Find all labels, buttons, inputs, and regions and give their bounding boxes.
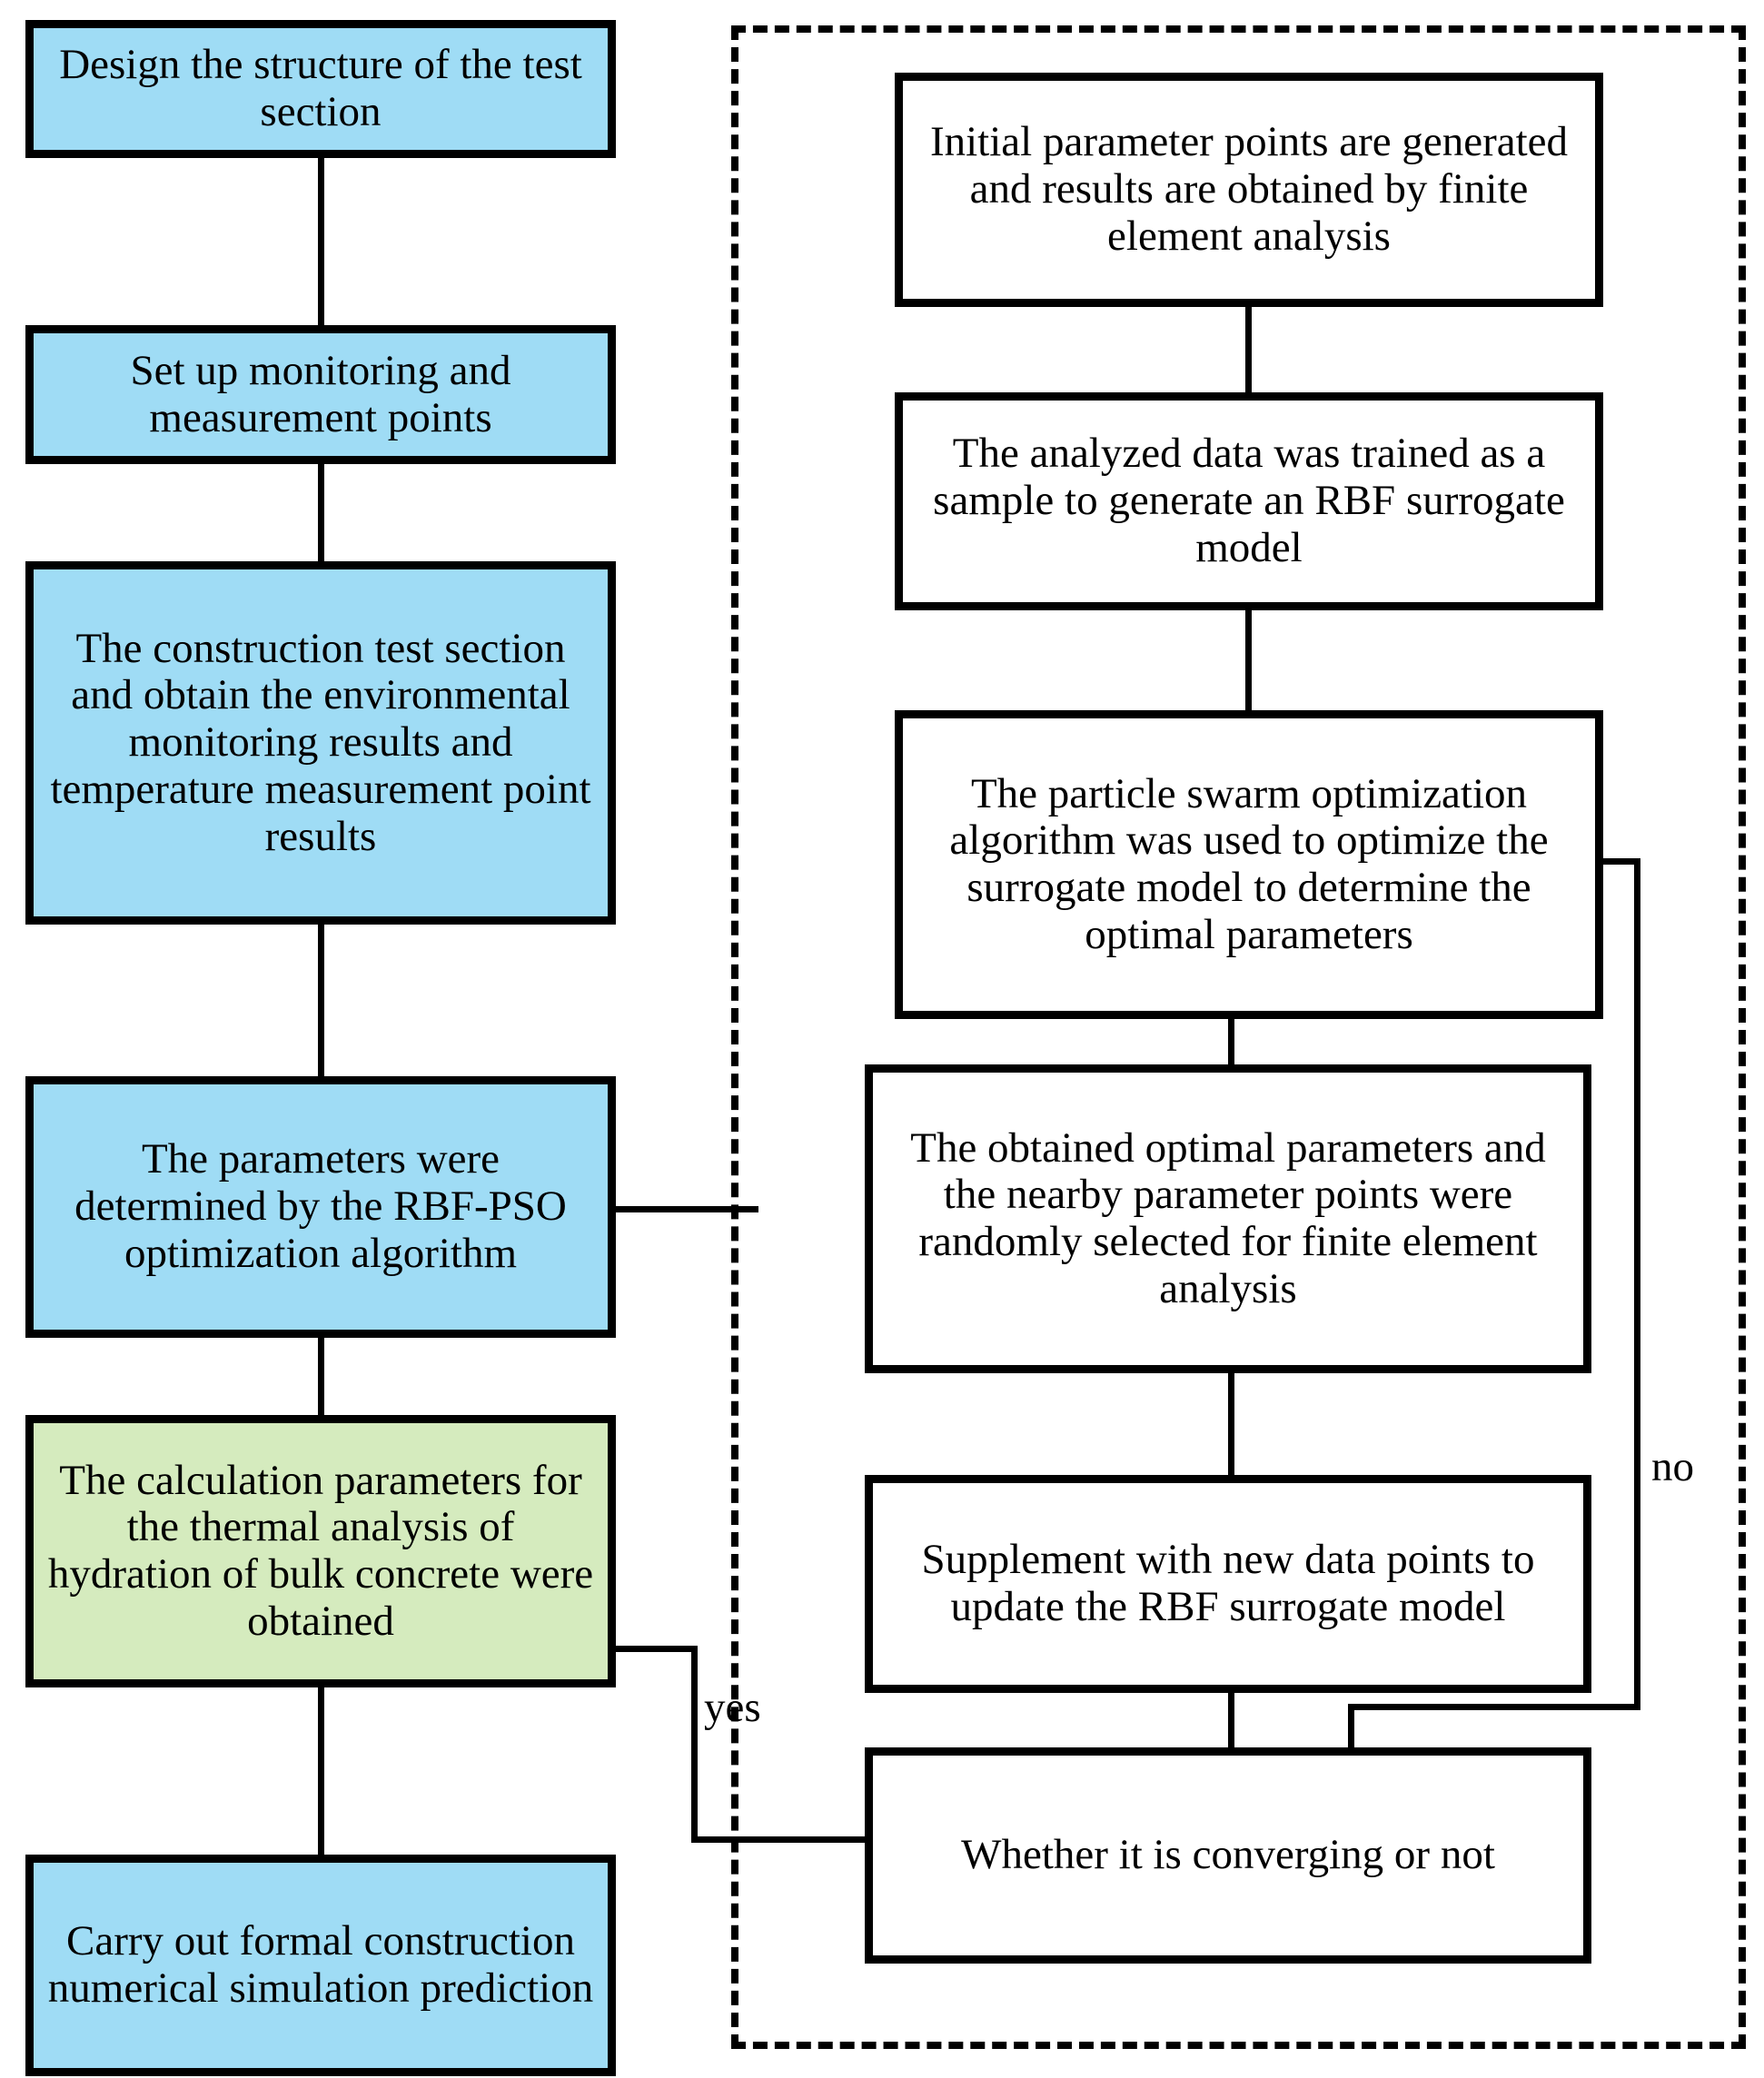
connector-yes-segment-vertical xyxy=(691,1646,698,1843)
connector-design-to-setup xyxy=(318,158,324,325)
edge-label-yes: yes xyxy=(704,1684,761,1731)
node-formal-construction[interactable]: Carry out formal construction numerical … xyxy=(25,1855,616,2076)
connector-supplement-to-convergence xyxy=(1228,1693,1234,1747)
node-initial-points-label: Initial parameter points are generated a… xyxy=(929,118,1569,260)
node-optimal-nearby-fea[interactable]: The obtained optimal parameters and the … xyxy=(865,1064,1591,1373)
node-convergence-check-label: Whether it is converging or not xyxy=(961,1831,1495,1879)
connector-no-segment-top xyxy=(1597,858,1640,865)
node-pso-optimize[interactable]: The particle swarm optimization algorith… xyxy=(895,710,1603,1019)
connector-no-segment-bottom xyxy=(1348,1704,1640,1710)
connector-pso-to-optimal xyxy=(1228,1019,1234,1064)
connector-no-segment-vertical xyxy=(1634,858,1640,1710)
connector-rbfpso-to-calculation xyxy=(318,1338,324,1415)
connector-no-riser-lower xyxy=(1348,1704,1354,1754)
connector-yes-segment-bottom xyxy=(691,1836,868,1843)
connector-construction-to-rbfpso xyxy=(318,925,324,1076)
node-calculation-parameters-label: The calculation parameters for the therm… xyxy=(47,1456,594,1645)
node-pso-optimize-label: The particle swarm optimization algorith… xyxy=(949,769,1549,958)
node-parameters-rbf-pso-label: The parameters were determined by the RB… xyxy=(74,1135,567,1277)
connector-yes-segment-top xyxy=(616,1646,698,1652)
node-setup-monitoring-label: Set up monitoring and measurement points xyxy=(130,346,511,441)
node-parameters-rbf-pso[interactable]: The parameters were determined by the RB… xyxy=(25,1076,616,1338)
node-train-surrogate[interactable]: The analyzed data was trained as a sampl… xyxy=(895,392,1603,610)
connector-initial-to-train xyxy=(1245,307,1252,392)
node-setup-monitoring[interactable]: Set up monitoring and measurement points xyxy=(25,325,616,464)
connector-rbfpso-to-group xyxy=(616,1206,758,1212)
node-calculation-parameters[interactable]: The calculation parameters for the therm… xyxy=(25,1415,616,1687)
connector-calculation-to-formal xyxy=(318,1687,324,1855)
rbf-pso-subprocess-dashed-group xyxy=(731,25,1746,2049)
node-optimal-nearby-fea-label: The obtained optimal parameters and the … xyxy=(910,1123,1546,1312)
node-supplement-update-label: Supplement with new data points to updat… xyxy=(921,1536,1535,1630)
node-construction-test-label: The construction test section and obtain… xyxy=(50,624,591,860)
node-construction-test[interactable]: The construction test section and obtain… xyxy=(25,561,616,925)
node-convergence-check[interactable]: Whether it is converging or not xyxy=(865,1747,1591,1964)
edge-label-no: no xyxy=(1651,1443,1694,1490)
node-design-structure[interactable]: Design the structure of the test section xyxy=(25,20,616,158)
connector-setup-to-construction xyxy=(318,464,324,561)
node-supplement-update[interactable]: Supplement with new data points to updat… xyxy=(865,1475,1591,1693)
node-formal-construction-label: Carry out formal construction numerical … xyxy=(47,1917,594,2012)
node-design-structure-label: Design the structure of the test section xyxy=(59,41,582,135)
node-initial-points[interactable]: Initial parameter points are generated a… xyxy=(895,73,1603,307)
node-train-surrogate-label: The analyzed data was trained as a sampl… xyxy=(933,430,1565,571)
connector-optimal-to-supplement xyxy=(1228,1373,1234,1475)
connector-train-to-pso xyxy=(1245,610,1252,710)
